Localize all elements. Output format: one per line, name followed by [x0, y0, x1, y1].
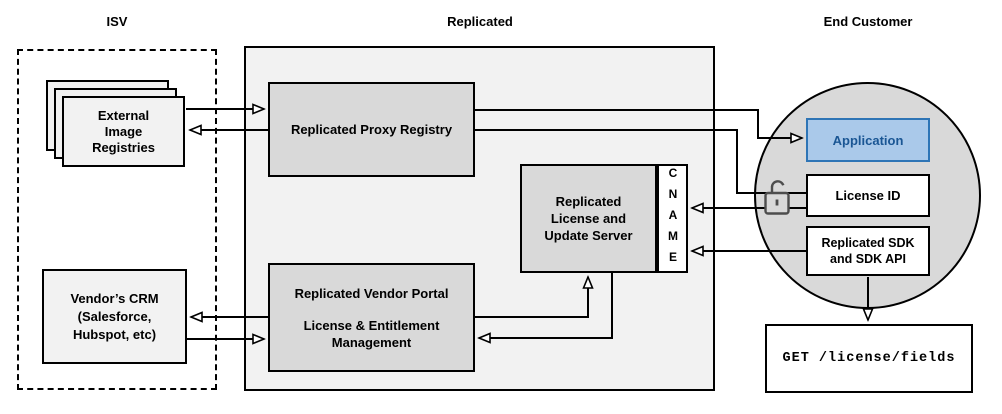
replicated-section-title: Replicated: [447, 14, 513, 29]
cname-label: CNAME: [666, 166, 680, 271]
end-customer-section-title: End Customer: [823, 14, 913, 29]
external-image-registries-node: External Image Registries: [62, 96, 185, 167]
application-node: Application: [806, 118, 930, 162]
isv-section-title: ISV: [106, 14, 128, 29]
cname-strip: CNAME: [657, 164, 688, 273]
replicated-sdk-node: Replicated SDK and SDK API: [806, 226, 930, 276]
license-id-node: License ID: [806, 174, 930, 217]
replicated-proxy-registry-node: Replicated Proxy Registry: [268, 82, 475, 177]
vendor-portal-title: Replicated Vendor Portal: [294, 285, 449, 301]
vendors-crm-node: Vendor’s CRM (Salesforce, Hubspot, etc): [42, 269, 187, 364]
vendor-portal-subtitle: License & Entitlement Management: [303, 317, 440, 350]
replicated-license-update-server-node: Replicated License and Update Server: [520, 164, 657, 273]
get-license-fields-node: GET /license/fields: [765, 324, 973, 393]
replicated-vendor-portal-node: Replicated Vendor Portal License & Entit…: [268, 263, 475, 372]
